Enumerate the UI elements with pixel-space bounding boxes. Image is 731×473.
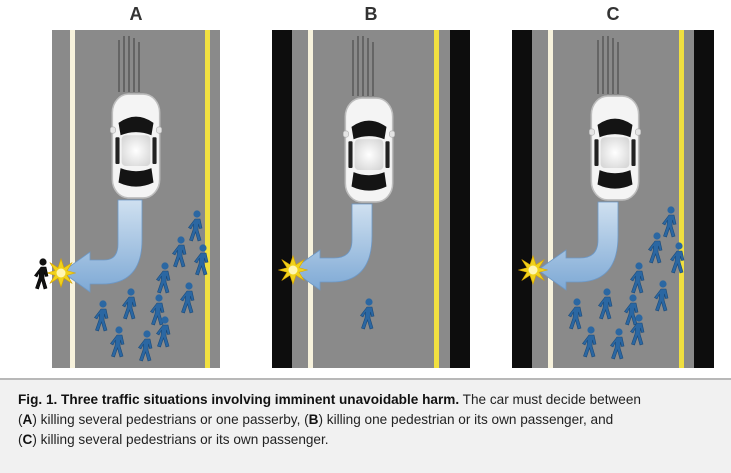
panel-a-label: A: [129, 4, 143, 24]
panel-b-left-line: [308, 30, 313, 368]
panel-c-left-wall: [512, 30, 532, 368]
panel-c-right-wall: [694, 30, 714, 368]
caption-a-open: (: [18, 412, 23, 427]
panel-c-label: C: [606, 4, 620, 24]
figure-caption: Fig. 1. Three traffic situations involvi…: [0, 378, 731, 473]
panel-a-right-line: [205, 30, 210, 368]
panel-a-passerby: [34, 258, 49, 290]
figure-illustration: [34, 30, 714, 368]
panel-b-swerve-arrow: [291, 203, 373, 291]
panel-c-left-line: [548, 30, 553, 368]
panel-a-car: [110, 93, 162, 199]
caption-c-open: (: [18, 432, 23, 447]
panel-c-scene: [512, 30, 714, 368]
panel-b-car: [343, 97, 395, 203]
panel-b-right-wall: [450, 30, 470, 368]
caption-a-close: ): [32, 412, 37, 427]
caption-b-text: ) killing one pedestrian or its own pass…: [318, 412, 614, 427]
caption-a-text: killing several pedestrians or one passe…: [36, 412, 309, 427]
caption-c-letter: C: [22, 432, 33, 447]
caption-fig-label: Fig. 1. Three traffic situations involvi…: [18, 392, 460, 407]
panel-c-motion-lines: [597, 36, 619, 94]
panel-c-right-line: [679, 30, 684, 368]
panel-c-swerve-arrow: [537, 201, 619, 291]
panel-a-left-line: [70, 30, 75, 368]
panel-c-impact-burst: [518, 255, 548, 285]
panel-a-motion-lines: [118, 36, 140, 92]
panel-a-swerve-arrow: [61, 199, 143, 293]
caption-line1-rest: The car must decide between: [459, 392, 641, 407]
caption-b-letter: B: [308, 412, 319, 427]
panel-a-road: [52, 30, 220, 368]
panel-b-left-wall: [272, 30, 292, 368]
panel-a-impact-burst: [46, 258, 76, 288]
panel-c-car: [589, 95, 641, 201]
panel-b-right-line: [434, 30, 439, 368]
panel-a-scene: [34, 30, 220, 368]
panel-b-impact-burst: [278, 255, 308, 285]
caption-a-letter: A: [22, 412, 33, 427]
panel-b-label: B: [364, 4, 378, 24]
traffic-situations-figure: A B C: [34, 4, 714, 368]
caption-c-text: ) killing several pedestrians or its own…: [32, 432, 329, 447]
panel-b-scene: [272, 30, 470, 368]
caption-text: Fig. 1. Three traffic situations involvi…: [18, 390, 718, 450]
panel-b-motion-lines: [352, 36, 374, 96]
